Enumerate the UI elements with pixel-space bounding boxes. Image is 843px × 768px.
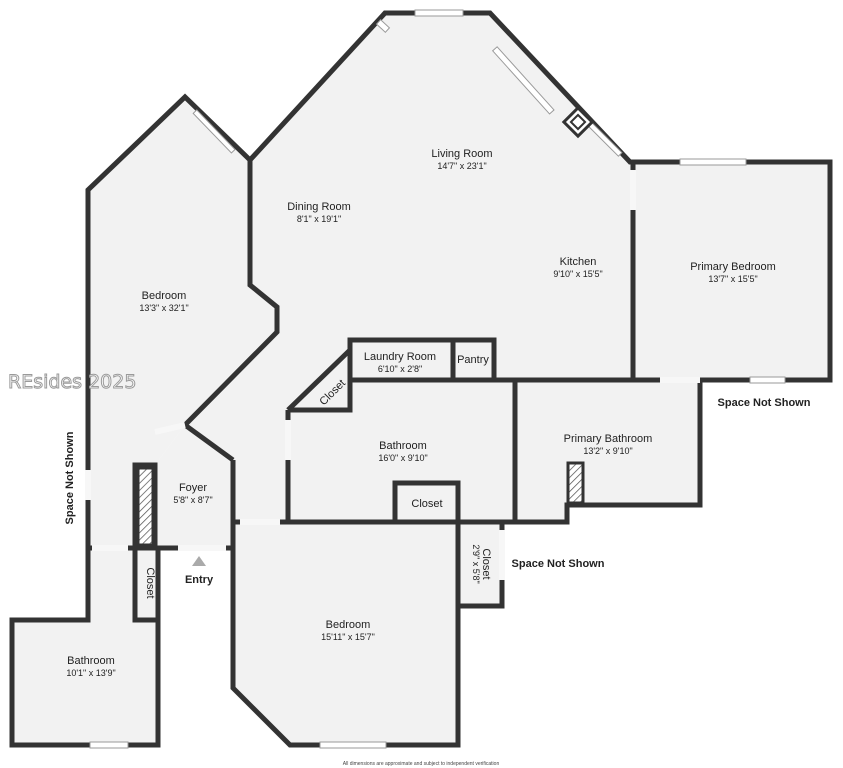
living-room-dim: 14'7" x 23'1"	[437, 161, 486, 171]
space-not-shown-right-mid: Space Not Shown	[512, 558, 605, 570]
laundry-room-dim: 6'10" x 2'8"	[378, 364, 422, 374]
bedroom-left-dim: 13'3" x 32'1"	[139, 303, 188, 313]
kitchen-name: Kitchen	[560, 256, 597, 268]
foyer-dim: 5'8" x 8'7"	[173, 495, 212, 505]
living-room-name: Living Room	[431, 148, 492, 160]
hatched-chase-foyer	[136, 466, 155, 547]
bedroom-left-name: Bedroom	[142, 290, 187, 302]
space-not-shown-left: Space Not Shown	[64, 431, 76, 524]
primary-bathroom-dim: 13'2" x 9'10"	[583, 446, 632, 456]
kitchen-dim: 9'10" x 15'5"	[553, 269, 602, 279]
closet-right-name: Closet	[480, 548, 492, 579]
space-not-shown-right-top: Space Not Shown	[718, 397, 811, 409]
bathroom-left-name: Bathroom	[67, 655, 115, 667]
pantry-name: Pantry	[457, 354, 489, 366]
dining-room-dim: 8'1" x 19'1"	[297, 214, 341, 224]
laundry-room-name: Laundry Room	[364, 351, 436, 363]
closet-left-name: Closet	[144, 567, 156, 598]
bedroom-bottom-dim: 15'11" x 15'7"	[321, 632, 375, 642]
hatched-chase-primary-bath	[566, 461, 585, 505]
foyer-name: Foyer	[179, 482, 207, 494]
windows	[89, 9, 786, 749]
disclaimer: All dimensions are approximate and subje…	[343, 761, 500, 767]
bathroom-left-dim: 10'1" x 13'9"	[66, 668, 115, 678]
watermark: REsides 2025	[8, 371, 136, 393]
entry-arrow-icon	[192, 556, 206, 566]
primary-bathroom-name: Primary Bathroom	[564, 433, 653, 445]
dining-room-name: Dining Room	[287, 201, 351, 213]
floor-fills	[12, 13, 830, 745]
fireplace-icon	[561, 105, 595, 139]
door-openings	[85, 170, 700, 580]
entry-label: Entry	[185, 574, 214, 586]
primary-bedroom-dim: 13'7" x 15'5"	[708, 274, 757, 284]
closet-right-dim: 2'9" x 5'8"	[471, 544, 481, 583]
primary-bedroom-name: Primary Bedroom	[690, 261, 776, 273]
bedroom-bottom-name: Bedroom	[326, 619, 371, 631]
closet-center-name: Closet	[411, 498, 442, 510]
bathroom-center-name: Bathroom	[379, 440, 427, 452]
bathroom-center-dim: 16'0" x 9'10"	[378, 453, 427, 463]
walls	[9, 10, 833, 748]
